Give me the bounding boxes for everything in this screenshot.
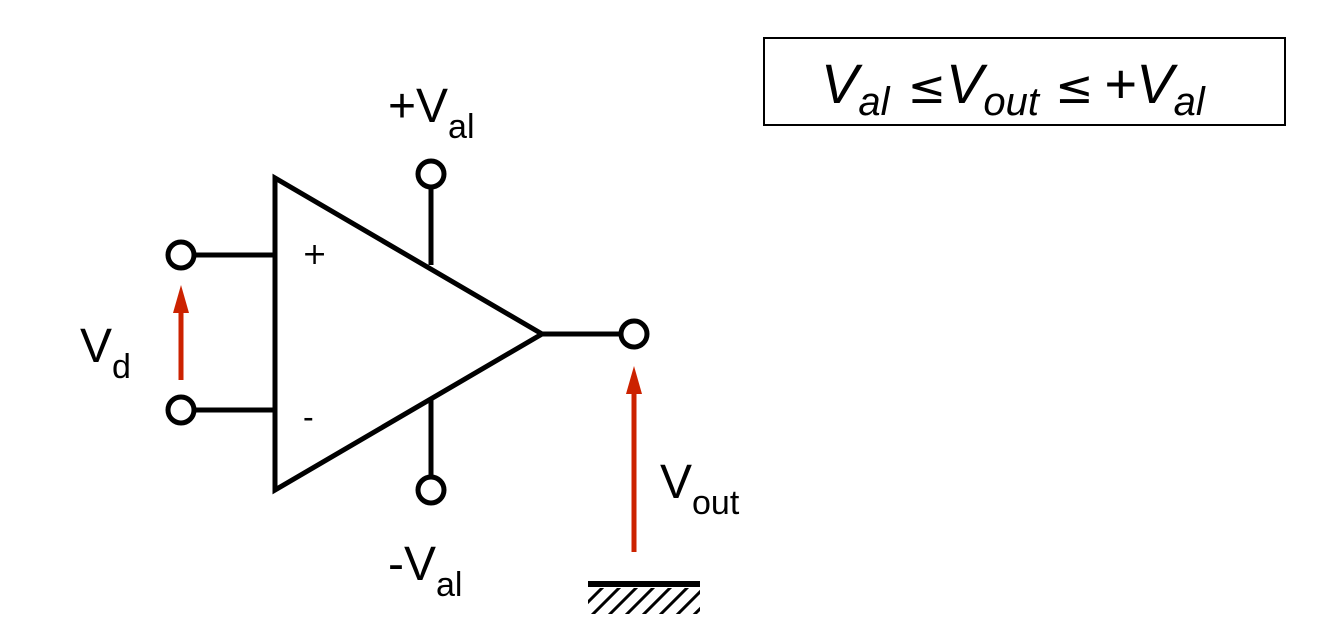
- negative-supply-terminal: [415, 474, 447, 506]
- formula-right-prefix: +V: [1104, 52, 1179, 115]
- plus-input-sign: +: [302, 237, 327, 272]
- positive-supply-terminal: [415, 158, 447, 190]
- output-voltage-label: Vout: [660, 456, 740, 522]
- positive-supply-label: +Val: [388, 80, 475, 146]
- minus-input-sign: -: [303, 399, 314, 435]
- positive-supply-sub: al: [448, 108, 474, 146]
- output-voltage-arrowhead: [626, 366, 642, 394]
- formula-right-sub: al: [1174, 80, 1206, 124]
- op-amp-triangle: [272, 173, 547, 495]
- noninverting-input-terminal: [165, 239, 197, 271]
- inverting-input-terminal: [165, 394, 197, 426]
- formula-text: Val≤Vout≤+Val: [821, 52, 1206, 124]
- positive-supply-prefix: +V: [388, 80, 448, 133]
- formula-mid-sub: out: [983, 80, 1040, 124]
- negative-supply-prefix: -V: [388, 538, 436, 591]
- formula-box: [763, 37, 1286, 126]
- formula-leq-1: ≤: [908, 60, 947, 114]
- formula-left-sub: al: [858, 80, 890, 124]
- output-voltage-main: V: [660, 456, 692, 509]
- negative-supply-label: -Val: [388, 538, 462, 604]
- formula-mid-main: V: [946, 52, 988, 115]
- differential-voltage-main: V: [80, 320, 112, 373]
- ground-hatch: [588, 588, 700, 614]
- output-terminal: [618, 318, 650, 350]
- differential-voltage-arrowhead: [173, 285, 189, 313]
- output-voltage-sub: out: [692, 484, 740, 522]
- formula-leq-2: ≤: [1055, 60, 1094, 114]
- negative-supply-sub: al: [436, 566, 462, 604]
- differential-voltage-label: Vd: [80, 320, 131, 386]
- differential-voltage-sub: d: [112, 348, 131, 386]
- formula-left-main: V: [821, 52, 863, 115]
